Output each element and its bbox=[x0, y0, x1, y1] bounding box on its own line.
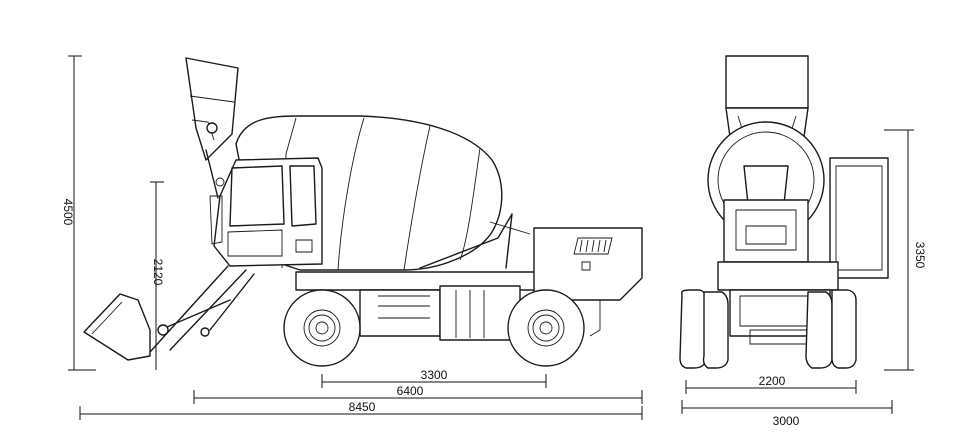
hopper bbox=[185, 57, 239, 199]
cab bbox=[209, 157, 323, 267]
left-inner-tyre bbox=[702, 291, 729, 369]
dimension-lines bbox=[68, 55, 914, 420]
dim-label-3300: 3300 bbox=[421, 368, 448, 382]
loader-arm bbox=[149, 265, 255, 353]
chassis bbox=[295, 213, 643, 341]
right-inner-tyre bbox=[805, 291, 833, 369]
dim-label-4500: 4500 bbox=[61, 199, 75, 226]
dim-label-2120: 2120 bbox=[151, 259, 165, 286]
rear-wheel bbox=[507, 289, 585, 367]
front-view bbox=[679, 55, 889, 369]
dim-label-8450: 8450 bbox=[349, 400, 376, 414]
dim-label-2200: 2200 bbox=[759, 374, 786, 388]
front-wheel bbox=[283, 289, 361, 367]
dim-label-6400: 6400 bbox=[397, 384, 424, 398]
front-bucket bbox=[83, 293, 151, 361]
dim-label-3350: 3350 bbox=[913, 242, 927, 269]
side-view bbox=[83, 57, 643, 367]
dim-label-3000: 3000 bbox=[773, 414, 800, 428]
right-outer-tyre bbox=[831, 289, 857, 369]
left-outer-tyre bbox=[679, 289, 707, 369]
